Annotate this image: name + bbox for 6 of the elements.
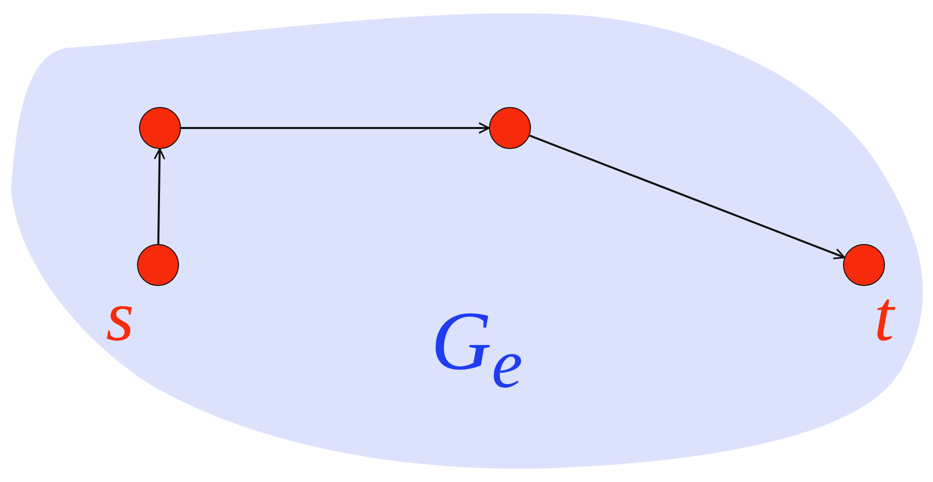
region-label: G$_{e}$ (431, 300, 523, 400)
arrow (154, 148, 166, 244)
vertex-label: s (106, 280, 134, 352)
vertex-label: t (874, 280, 894, 352)
arrow (181, 122, 490, 134)
arrow (529, 134, 846, 260)
